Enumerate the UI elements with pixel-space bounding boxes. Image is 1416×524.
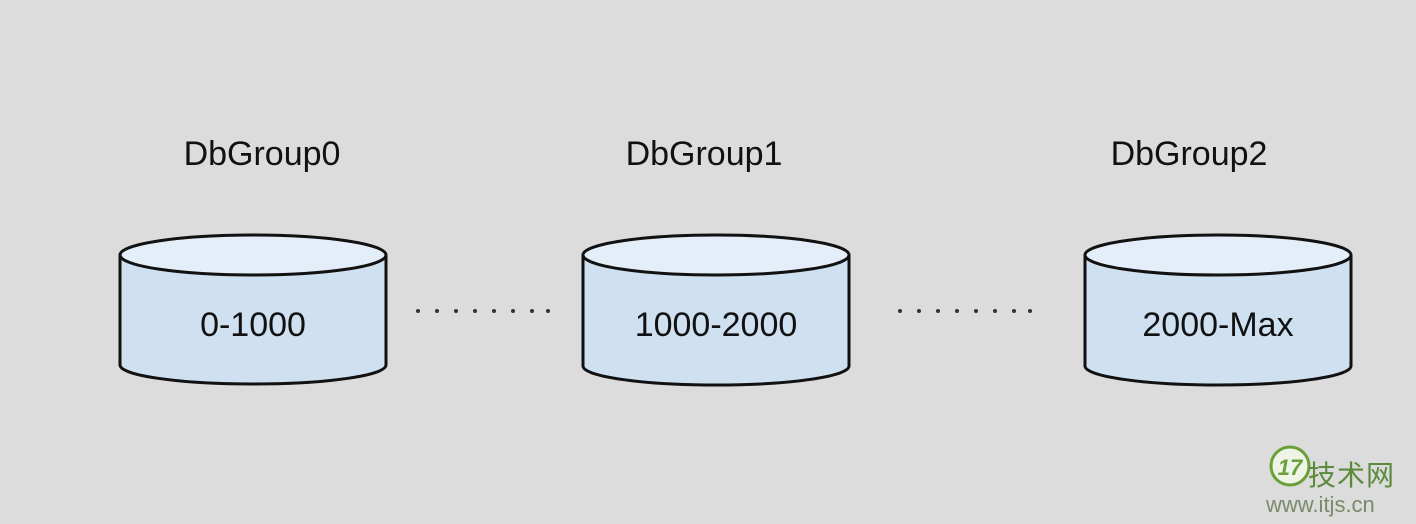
group-label-1: DbGroup1 [625,135,783,173]
group-label-2: DbGroup2 [1110,135,1268,173]
database-cylinder-0: 0-1000 [118,233,388,386]
watermark-title: 技术网 [1308,459,1396,492]
watermark: 技术网 www.itjs.cn [1256,444,1416,524]
connector-dots-0 [416,309,550,313]
group-label-0: DbGroup0 [183,135,341,173]
connector-dots-1 [898,309,1032,313]
database-cylinder-2: 2000-Max [1083,233,1353,387]
database-cylinder-1: 1000-2000 [581,233,851,387]
watermark-logo-text: 17 [1278,455,1304,480]
watermark-url: www.itjs.cn [1266,492,1375,517]
range-label-1: 1000-2000 [635,306,798,344]
watermark-logo-icon: 17 [1269,445,1311,487]
range-label-0: 0-1000 [200,306,306,344]
range-label-2: 2000-Max [1142,306,1293,344]
